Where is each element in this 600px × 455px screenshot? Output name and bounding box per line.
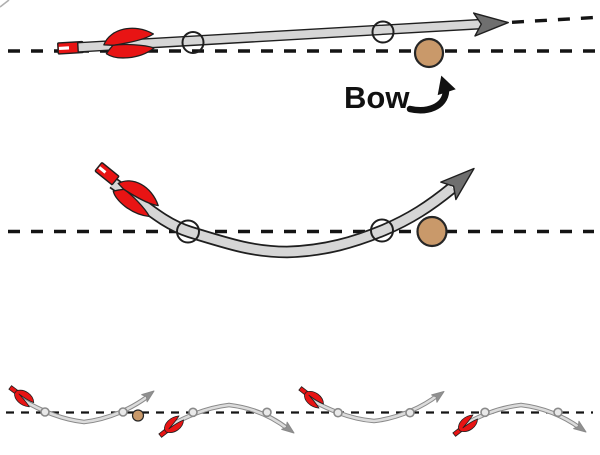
mini-arrow-3-flex-down [298,386,445,424]
mini-arrowhead [431,391,445,403]
mini-arrow-4-flex-up [452,402,587,437]
mini-shaft [170,403,289,431]
arrowhead [472,12,509,37]
flexed-arrow-figure [8,162,594,259]
mini-node-ring [188,407,198,418]
arrow-axis-dashed-line [511,15,599,24]
oscillation-sequence [6,385,593,438]
nock-slit [98,166,107,174]
mini-node-ring [333,407,343,418]
mini-tail [452,414,478,437]
mini-node-ring [40,407,50,417]
mini-shaft [20,395,148,424]
straight-arrow [57,12,509,59]
mini-fletching [304,391,324,409]
mini-arrowhead [141,390,155,403]
bow-circle [413,37,445,69]
mini-node-ring [405,407,415,418]
mini-arrowhead [573,420,587,433]
corner-artifact-line [0,0,10,8]
nock-slit [58,46,70,51]
curved-pointer-arrow [406,87,450,114]
fletching-lower-lobe [105,43,155,59]
mini-arrow-2-flex-up [158,402,295,438]
flexed-shaft [110,179,455,257]
mini-tail [8,385,35,408]
node-ring-front [370,218,394,243]
arrowhead-group [440,167,475,201]
mini-arrow-1-flex-down [8,385,155,425]
mini-node-ring [262,407,272,418]
mini-fletching [458,414,478,432]
mini-node-ring [480,407,490,418]
fletching-lower-lobe [112,188,151,218]
node-ring-front [371,20,395,44]
node-ring-rear [181,31,205,54]
mini-fletching [14,389,35,408]
arrow-nock [94,162,120,186]
mini-arrowhead [281,421,295,434]
bow-circle [416,215,448,248]
mirrored-minis [158,402,587,438]
node-ring-rear [176,219,200,244]
bow-label: Bow [344,80,410,115]
mini-fletching [164,415,184,433]
mini-node-ring [553,407,563,418]
mini-node-ring [118,407,128,417]
mini-shaft [310,393,439,423]
fletching-group [112,180,159,218]
arrow-nock-group [94,162,120,186]
arrowhead [440,167,475,201]
mini-bow-circle [131,409,145,422]
mini-shaft [464,403,581,430]
mini-tail [158,415,184,438]
curved-pointer-arrowhead [437,75,456,96]
straight-arrow-figure: Bow [0,0,599,115]
mini-tail [298,386,324,409]
